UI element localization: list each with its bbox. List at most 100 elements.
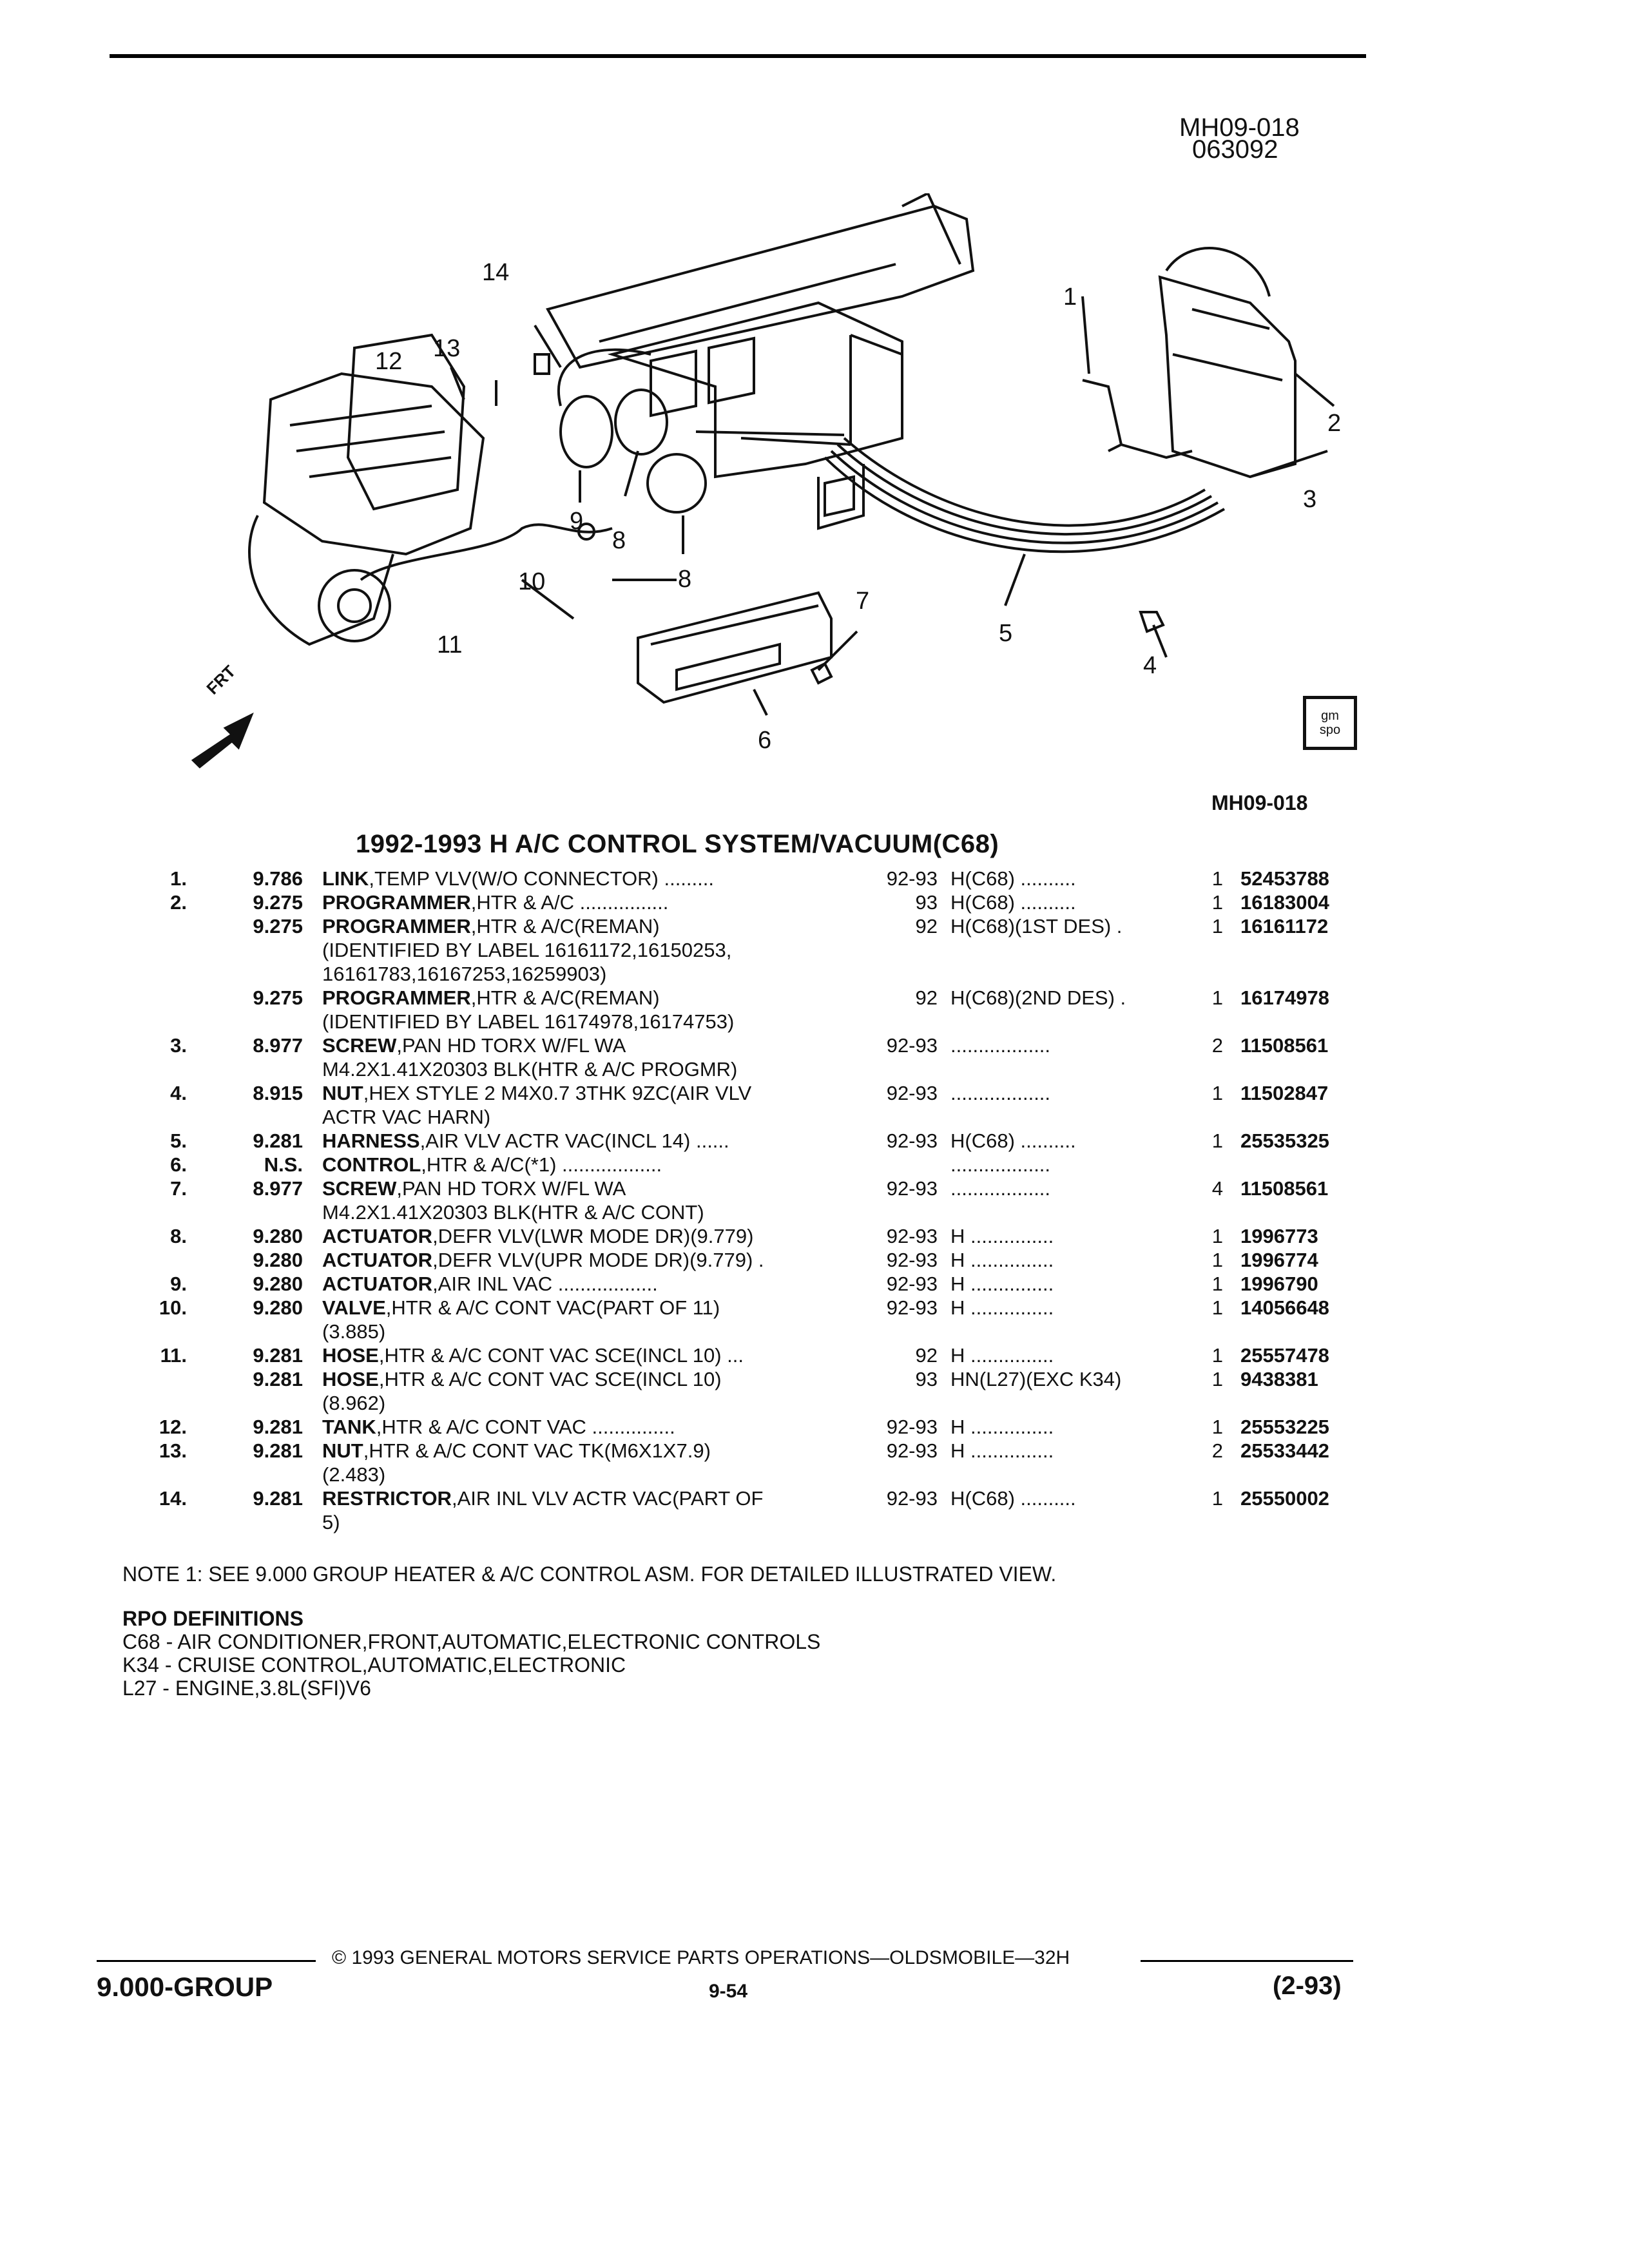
part-group-number: 9.280 — [253, 1296, 303, 1319]
part-description: (8.962) — [322, 1391, 385, 1415]
part-description: HARNESS,AIR VLV ACTR VAC(INCL 14) ...... — [322, 1129, 729, 1153]
rpo-line-c68: C68 - AIR CONDITIONER,FRONT,AUTOMATIC,EL… — [122, 1630, 821, 1653]
part-model: H ............... — [950, 1249, 1054, 1271]
part-group-number: 9.275 — [253, 915, 303, 937]
parts-row: 16161783,16167253,16259903) — [0, 962, 1629, 986]
part-years: 93 — [915, 1368, 938, 1390]
part-number: 16183004 — [1240, 891, 1329, 914]
part-model: H ............... — [950, 1439, 1054, 1462]
part-group-number: 9.280 — [253, 1225, 303, 1247]
part-number: 11502847 — [1240, 1082, 1329, 1104]
part-description: PROGRAMMER,HTR & A/C(REMAN) — [322, 986, 660, 1010]
part-group-number: 9.281 — [253, 1416, 303, 1438]
part-years: 92-93 — [886, 1177, 938, 1200]
part-description: PROGRAMMER,HTR & A/C(REMAN) — [322, 914, 660, 938]
top-rule — [110, 54, 1366, 58]
part-model: H(C68) .......... — [950, 867, 1076, 890]
callout-2: 2 — [1327, 410, 1342, 437]
callout-8b: 8 — [678, 566, 692, 593]
part-years: 92-93 — [886, 1082, 938, 1104]
part-quantity: 1 — [1211, 1082, 1223, 1104]
part-description: NUT,HEX STYLE 2 M4X0.7 3THK 9ZC(AIR VLV — [322, 1081, 751, 1105]
part-model: H(C68) .......... — [950, 891, 1076, 914]
part-name: ACTUATOR — [322, 1225, 433, 1247]
part-detail: M4.2X1.41X20303 BLK(HTR & A/C PROGMR) — [322, 1058, 738, 1081]
part-detail: (3.885) — [322, 1320, 386, 1343]
figure-caption-id: MH09-018 — [1211, 791, 1308, 814]
note-text: NOTE 1: SEE 9.000 GROUP HEATER & A/C CON… — [122, 1562, 1057, 1586]
part-name: HOSE — [322, 1344, 379, 1367]
part-description: HOSE,HTR & A/C CONT VAC SCE(INCL 10) ... — [322, 1343, 744, 1367]
part-description: SCREW,PAN HD TORX W/FL WA — [322, 1033, 626, 1057]
part-name: TANK — [322, 1416, 376, 1438]
part-model: H ............... — [950, 1296, 1054, 1319]
part-description: LINK,TEMP VLV(W/O CONNECTOR) ......... — [322, 867, 714, 890]
part-years: 92 — [915, 986, 938, 1009]
part-group-number: 8.915 — [253, 1082, 303, 1104]
part-description: (IDENTIFIED BY LABEL 16161172,16150253, — [322, 938, 731, 962]
part-group-number: 8.977 — [253, 1177, 303, 1200]
part-quantity: 1 — [1211, 1344, 1223, 1367]
part-number: 25557478 — [1240, 1344, 1329, 1367]
part-quantity: 1 — [1211, 891, 1223, 914]
callout-6: 6 — [758, 727, 772, 754]
parts-row: M4.2X1.41X20303 BLK(HTR & A/C PROGMR) — [0, 1057, 1629, 1081]
part-detail: 16161783,16167253,16259903) — [322, 963, 607, 985]
part-years: 92-93 — [886, 1487, 938, 1510]
part-description: 5) — [322, 1510, 340, 1534]
part-detail: ,AIR INL VLV ACTR VAC(PART OF — [451, 1487, 764, 1510]
part-name: ACTUATOR — [322, 1273, 433, 1295]
callout-8a: 8 — [612, 527, 626, 554]
rpo-line-k34: K34 - CRUISE CONTROL,AUTOMATIC,ELECTRONI… — [122, 1653, 626, 1677]
part-years: 92-93 — [886, 1034, 938, 1057]
part-item-number: 11. — [160, 1344, 187, 1367]
part-number: 25553225 — [1240, 1416, 1329, 1438]
part-description: CONTROL,HTR & A/C(*1) .................. — [322, 1153, 662, 1177]
part-model: H(C68) .......... — [950, 1129, 1076, 1152]
part-model: .................. — [950, 1177, 1051, 1200]
part-group-number: 9.281 — [253, 1487, 303, 1510]
part-number: 52453788 — [1240, 867, 1329, 890]
part-name: LINK — [322, 867, 369, 890]
part-item-number: 5. — [170, 1129, 187, 1152]
part-model: H ............... — [950, 1416, 1054, 1438]
part-item-number: 13. — [159, 1439, 187, 1462]
callout-7: 7 — [856, 588, 870, 615]
callout-13: 13 — [433, 335, 461, 362]
part-detail: (2.483) — [322, 1463, 386, 1486]
part-description: SCREW,PAN HD TORX W/FL WA — [322, 1177, 626, 1200]
part-detail: ,HTR & A/C(*1) .................. — [421, 1153, 662, 1176]
part-model: .................. — [950, 1082, 1051, 1104]
part-item-number: 2. — [170, 891, 187, 914]
part-years: 92-93 — [886, 1439, 938, 1462]
part-name: CONTROL — [322, 1153, 421, 1176]
part-name: PROGRAMMER — [322, 891, 471, 914]
parts-row: (IDENTIFIED BY LABEL 16161172,16150253, — [0, 938, 1629, 962]
part-detail: (IDENTIFIED BY LABEL 16174978,16174753) — [322, 1010, 735, 1033]
part-detail: ,PAN HD TORX W/FL WA — [396, 1177, 626, 1200]
part-name: PROGRAMMER — [322, 915, 471, 937]
footer-group: 9.000-GROUP — [97, 1972, 273, 2002]
part-detail: 5) — [322, 1511, 340, 1533]
part-quantity: 1 — [1211, 986, 1223, 1009]
part-years: 92 — [915, 1344, 938, 1367]
part-quantity: 1 — [1211, 1368, 1223, 1390]
parts-row: M4.2X1.41X20303 BLK(HTR & A/C CONT) — [0, 1200, 1629, 1224]
callout-12: 12 — [375, 348, 403, 375]
part-description: HOSE,HTR & A/C CONT VAC SCE(INCL 10) — [322, 1367, 722, 1391]
part-item-number: 14. — [159, 1487, 187, 1510]
part-quantity: 4 — [1211, 1177, 1223, 1200]
parts-row: (8.962) — [0, 1391, 1629, 1415]
part-model: H ............... — [950, 1273, 1054, 1295]
part-model: H(C68) .......... — [950, 1487, 1076, 1510]
part-number: 16161172 — [1240, 915, 1329, 937]
part-group-number: 9.281 — [253, 1439, 303, 1462]
